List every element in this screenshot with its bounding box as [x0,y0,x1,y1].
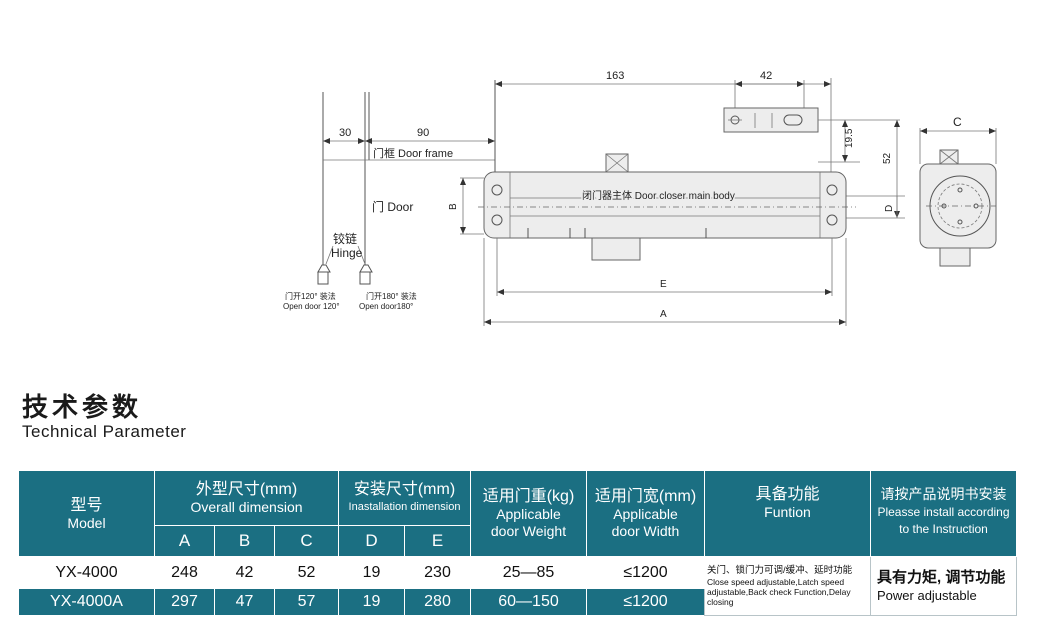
cell-adjustable: 具有力矩, 调节功能 Power adjustable [870,556,1017,616]
open120-en-label: Open door 120° [283,302,340,311]
mounting-bracket [723,107,819,133]
section-title-zh: 技术参数 [22,392,143,422]
cell-width: ≤1200 [586,556,705,589]
hinge-zh-label: 铰链 [333,231,357,246]
cell-E: 230 [404,556,471,589]
dim-52: 52 [882,152,893,164]
cell-weight: 60—150 [470,588,587,616]
cell-D: 19 [338,588,405,616]
header-A: A [154,525,215,557]
cell-model: YX-4000 [18,556,155,589]
section-title-en: Technical Parameter [22,422,187,441]
dim-A: A [660,309,667,320]
cell-weight: 25—85 [470,556,587,589]
header-width: 适用门宽(mm) Applicable door Width [586,470,705,557]
cell-C: 52 [274,556,339,589]
header-install: 安装尺寸(mm) Inastallation dimension [338,470,471,526]
header-B: B [214,525,275,557]
open180-zh-label: 门开180° 装法 [366,291,417,301]
technical-drawing: 30 90 门框 Door frame 门 Door 铰链 Hinge 门开12… [283,70,997,326]
cell-model: YX-4000A [18,588,155,616]
table-row: YX-4000A 297 47 57 19 280 60—150 ≤1200 [18,588,1017,616]
header-weight: 适用门重(kg) Applicable door Weight [470,470,587,557]
cell-A: 297 [154,588,215,616]
parameter-table: 型号 Model 外型尺寸(mm) Overall dimension 安装尺寸… [18,470,1017,616]
open180-en-label: Open door180° [359,302,413,311]
header-note: 请按产品说明书安装 Pleasse install according to t… [870,470,1017,557]
cell-C: 57 [274,588,339,616]
dim-163: 163 [606,70,624,82]
dim-C: C [953,115,962,129]
header-model: 型号 Model [18,470,155,557]
door-label: 门 Door [372,199,413,214]
section-title: 技术参数 Technical Parameter [22,392,186,442]
table-row: YX-4000 248 42 52 19 230 25—85 ≤1200 关门、… [18,556,1017,616]
header-C: C [274,525,339,557]
dim-E: E [660,279,667,290]
door-frame-label: 门框 Door frame [373,146,453,160]
dim-19-5: 19.5 [844,128,855,148]
header-overall: 外型尺寸(mm) Overall dimension [154,470,339,526]
cell-E: 280 [404,588,471,616]
header-D: D [338,525,405,557]
cell-function: 关门、锁门力可调/缓冲、延时功能 Close speed adjustable,… [704,556,871,616]
hinge-diagram [317,80,496,285]
cell-width: ≤1200 [586,588,705,616]
dim-B: B [448,203,459,210]
closer-side-view [919,149,997,267]
main-body-label: 闭门器主体 Door closer main body [582,189,735,202]
header-E: E [404,525,471,557]
dim-42: 42 [760,70,772,82]
open120-zh-label: 门开120° 装法 [285,291,336,301]
header-function: 具备功能 Funtion [704,470,871,557]
cell-A: 248 [154,556,215,589]
dim-90: 90 [417,127,429,139]
cell-B: 47 [214,588,275,616]
closer-main-body [478,153,856,261]
cell-B: 42 [214,556,275,589]
cell-D: 19 [338,556,405,589]
dim-D: D [884,205,895,212]
dim-30: 30 [339,127,351,139]
hinge-en-label: Hinge [331,246,363,260]
